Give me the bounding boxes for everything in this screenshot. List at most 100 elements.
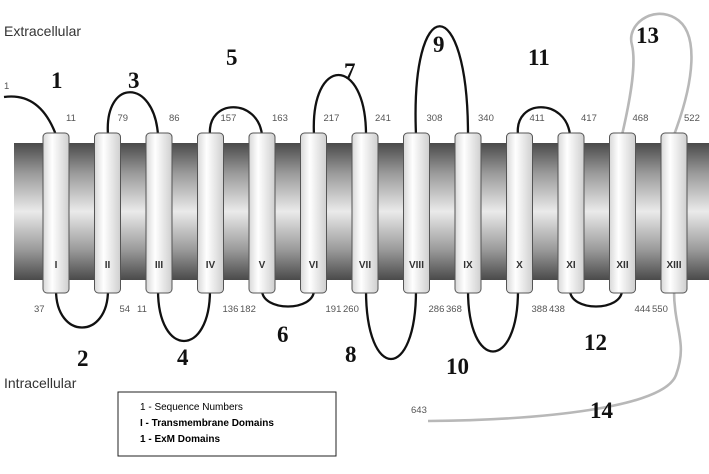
exm-domain-13: 13: [636, 23, 659, 48]
helix-1: I 11 37: [34, 113, 76, 315]
extracellular-label: Extracellular: [4, 23, 81, 39]
intracellular-label: Intracellular: [4, 375, 77, 391]
legend-item-exm-domains: 1 - ExM Domains: [140, 434, 220, 445]
helix-8: VIII 308 286: [403, 113, 445, 315]
helix-roman-label: XI: [566, 260, 576, 271]
exm-domain-1: 1: [51, 68, 63, 93]
helix-3: III 86 11: [137, 113, 180, 315]
seq-number-top: 217: [324, 113, 340, 124]
helix-roman-label: V: [259, 260, 266, 271]
n-terminus-tail: [3, 95, 58, 136]
helix-cylinder: [351, 132, 379, 294]
helix-cylinder: [197, 132, 224, 294]
seq-number-top: 417: [581, 113, 597, 124]
seq-number-top: 411: [530, 113, 545, 124]
c-terminus-tail: [427, 289, 683, 423]
exm-domain-3: 3: [128, 68, 140, 93]
helix-roman-label: XII: [616, 260, 628, 271]
helix-roman-label: VI: [309, 260, 319, 271]
seq-number-top: 468: [633, 113, 649, 124]
helix-7: VII 241 260: [343, 113, 391, 315]
exm-domain-4: 4: [177, 345, 189, 370]
exm-domain-5: 5: [226, 45, 238, 70]
helix-2: II 79 54: [94, 113, 131, 315]
legend-item-transmembrane-domains: I - Transmembrane Domains: [140, 418, 274, 429]
loop-10: [466, 289, 520, 353]
loop-7: [312, 74, 368, 136]
seq-number-bottom: 260: [343, 304, 359, 315]
seq-number-top: 241: [375, 113, 391, 124]
exm-domain-8: 8: [345, 342, 357, 367]
helix-4: IV 157 136: [197, 113, 239, 315]
loop-11: [516, 106, 572, 136]
seq-number-top: 308: [427, 113, 443, 124]
exm-domain-11: 11: [528, 45, 550, 70]
seq-number-bottom: 368: [446, 304, 462, 315]
exm-domain-9: 9: [433, 32, 445, 57]
seq-number-n-terminus: 1: [4, 81, 9, 92]
loop-6: [260, 289, 316, 308]
legend-box: [117, 391, 337, 457]
helix-cylinder: [145, 132, 173, 294]
helix-cylinder: [454, 132, 482, 294]
seq-number-bottom: 136: [223, 304, 239, 315]
helix-13: XIII 522 550: [652, 113, 700, 315]
helix-11: XI 417 438: [549, 113, 597, 315]
loop-13: [620, 12, 693, 136]
helix-roman-label: VIII: [409, 260, 424, 271]
seq-number-bottom: 37: [34, 304, 45, 315]
helix-cylinder: [557, 132, 585, 294]
seq-number-c-terminus: 643: [411, 405, 427, 416]
seq-number-top: 86: [169, 113, 180, 124]
legend-item-sequence-numbers: 1 - Sequence Numbers: [140, 402, 243, 413]
helix-10: X 411 388: [506, 113, 548, 315]
seq-number-top: 79: [118, 113, 129, 124]
seq-number-bottom: 182: [240, 304, 256, 315]
helix-roman-label: VII: [359, 260, 371, 271]
helix-cylinder: [94, 132, 121, 294]
seq-number-top: 11: [66, 113, 76, 124]
exm-domain-2: 2: [77, 346, 89, 371]
seq-number-bottom: 54: [120, 304, 131, 315]
helix-roman-label: IX: [463, 260, 473, 271]
exm-domain-12: 12: [584, 330, 607, 355]
seq-number-bottom: 388: [532, 304, 548, 315]
seq-number-bottom: 444: [635, 304, 651, 315]
seq-number-top: 163: [272, 113, 288, 124]
exm-domain-14: 14: [590, 398, 614, 423]
seq-number-top: 157: [221, 113, 237, 124]
seq-number-bottom: 191: [326, 304, 342, 315]
loop-12: [568, 289, 624, 308]
helix-cylinder: [300, 132, 327, 294]
loop-2: [54, 289, 110, 329]
helix-roman-label: XIII: [666, 260, 681, 271]
helix-12: XII 468 444: [609, 113, 651, 315]
transmembrane-helices: I1137II7954III8611IV157136V163182VI21719…: [34, 113, 700, 315]
helix-5: V 163 182: [240, 113, 288, 315]
exm-domain-6: 6: [277, 322, 289, 347]
loop-8: [364, 289, 418, 361]
seq-number-bottom: 550: [652, 304, 668, 315]
helix-roman-label: I: [55, 260, 58, 271]
loops: [3, 12, 693, 423]
seq-number-bottom: 438: [549, 304, 565, 315]
exm-domain-7: 7: [344, 59, 356, 84]
seq-number-bottom: 11: [137, 304, 147, 315]
seq-number-top: 522: [684, 113, 700, 124]
loop-4: [156, 289, 212, 343]
helix-cylinder: [609, 132, 636, 294]
exm-domain-10: 10: [446, 354, 469, 379]
loop-9: [414, 25, 470, 136]
legend: 1 - Sequence Numbers I - Transmembrane D…: [117, 391, 337, 457]
loop-3: [106, 91, 160, 136]
seq-number-bottom: 286: [429, 304, 445, 315]
loop-5: [208, 106, 264, 136]
helix-roman-label: X: [516, 260, 523, 271]
helix-roman-label: IV: [206, 260, 216, 271]
helix-roman-label: III: [155, 260, 164, 271]
helix-roman-label: II: [105, 260, 111, 271]
helix-cylinder: [506, 132, 533, 294]
